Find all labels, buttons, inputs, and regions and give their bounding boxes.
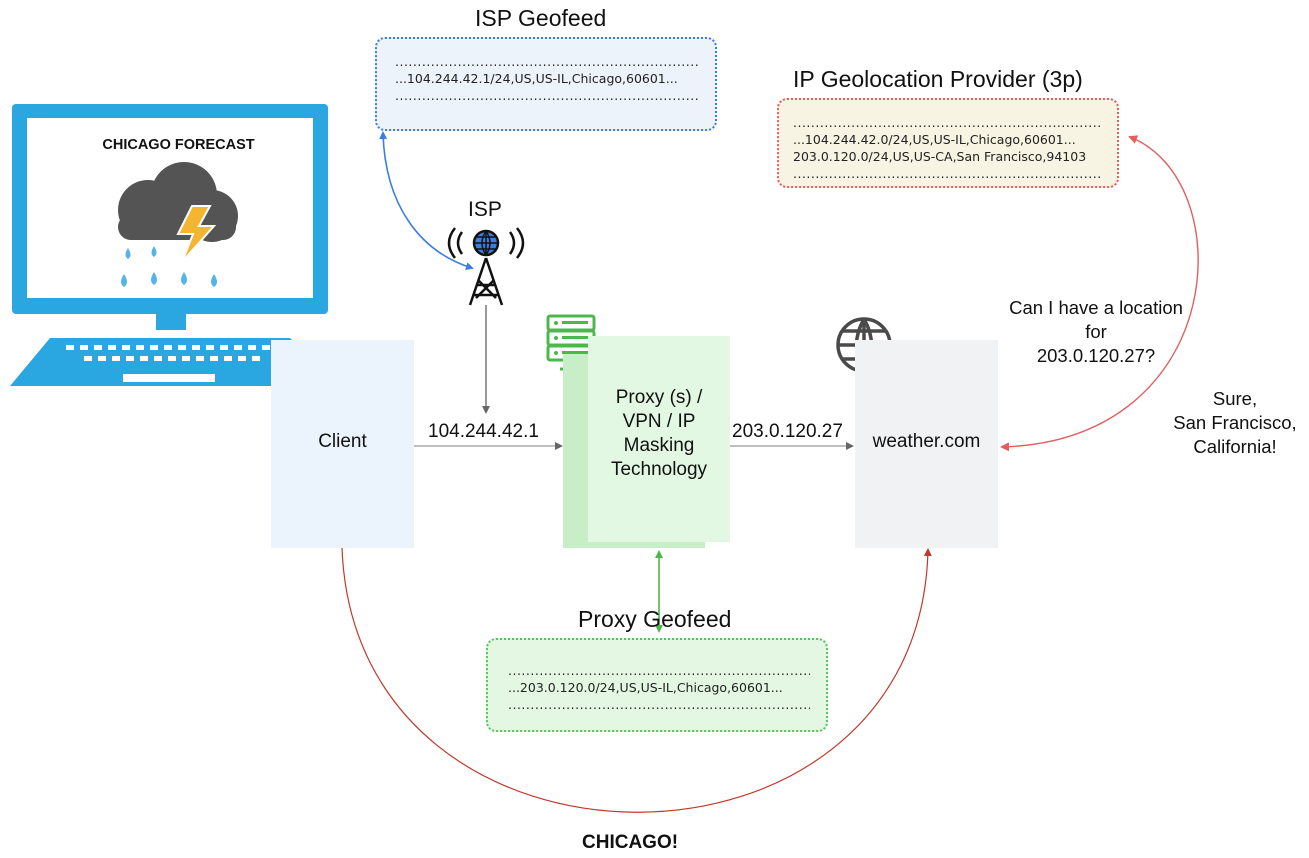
result-label: CHICAGO! bbox=[582, 832, 679, 853]
proxy-geofeed-line: ........................................… bbox=[508, 663, 810, 678]
question-line: Can I have a location bbox=[1009, 297, 1183, 318]
question-line: for bbox=[1085, 321, 1107, 342]
isp-geofeed-line: ...104.244.42.1/24,US,US-IL,Chicago,6060… bbox=[395, 71, 678, 86]
proxy-geofeed-box: ........................................… bbox=[486, 638, 828, 732]
proxy-label-line: VPN / IP bbox=[622, 411, 696, 432]
proxy-geofeed-line: ........................................… bbox=[508, 697, 810, 712]
proxy-ip-label: 203.0.120.27 bbox=[732, 421, 843, 442]
proxy-label-line: Masking bbox=[623, 435, 695, 456]
provider-line: ........................................… bbox=[793, 115, 1101, 130]
keyboard-keys-icon bbox=[66, 345, 270, 382]
provider-exchange-arrow bbox=[1000, 135, 1199, 452]
provider-line: ...104.244.42.0/24,US,US-IL,Chicago,6060… bbox=[793, 132, 1076, 147]
client-node: Client bbox=[271, 340, 414, 548]
raindrops-icon bbox=[121, 246, 217, 287]
isp-label: ISP bbox=[468, 198, 502, 221]
answer-line: California! bbox=[1193, 436, 1277, 457]
weather-label: weather.com bbox=[872, 431, 981, 452]
isp-geofeed-line: ........................................… bbox=[395, 88, 699, 103]
isp-geofeed-box: ........................................… bbox=[375, 37, 717, 131]
answer-line: San Francisco, bbox=[1173, 412, 1297, 433]
client-ip-label: 104.244.42.1 bbox=[428, 421, 539, 442]
proxy-node: Proxy (s) / VPN / IP Masking Technology bbox=[588, 336, 730, 542]
client-to-weather-arc bbox=[341, 547, 932, 813]
weather-node: weather.com bbox=[855, 340, 998, 548]
globe-small-icon bbox=[472, 229, 500, 257]
client-label: Client bbox=[318, 431, 367, 452]
provider-geofeed-box: ........................................… bbox=[777, 98, 1119, 188]
location-answer: Sure, San Francisco, California! bbox=[1160, 387, 1309, 459]
provider-line: 203.0.120.0/24,US,US-CA,San Francisco,94… bbox=[793, 149, 1087, 164]
provider-line: ........................................… bbox=[793, 166, 1101, 181]
proxy-label-line: Technology bbox=[610, 459, 708, 480]
location-question: Can I have a location for 203.0.120.27? bbox=[996, 296, 1196, 368]
proxy-geofeed-title: Proxy Geofeed bbox=[578, 606, 732, 632]
isp-geofeed-line: ........................................… bbox=[395, 54, 699, 69]
provider-title: IP Geolocation Provider (3p) bbox=[793, 66, 1083, 92]
laptop-screen-title: CHICAGO FORECAST bbox=[102, 137, 255, 153]
proxy-geofeed-line: ...203.0.120.0/24,US,US-IL,Chicago,60601… bbox=[508, 680, 783, 695]
question-line: 203.0.120.27? bbox=[1036, 345, 1156, 366]
storm-cloud-icon bbox=[118, 162, 238, 287]
proxy-label-line: Proxy (s) / bbox=[615, 387, 703, 408]
isp-geofeed-connector bbox=[379, 131, 474, 271]
proxy-label: Proxy (s) / VPN / IP Masking Technology bbox=[588, 386, 730, 482]
answer-line: Sure, bbox=[1212, 388, 1258, 409]
isp-geofeed-title: ISP Geofeed bbox=[475, 5, 607, 31]
